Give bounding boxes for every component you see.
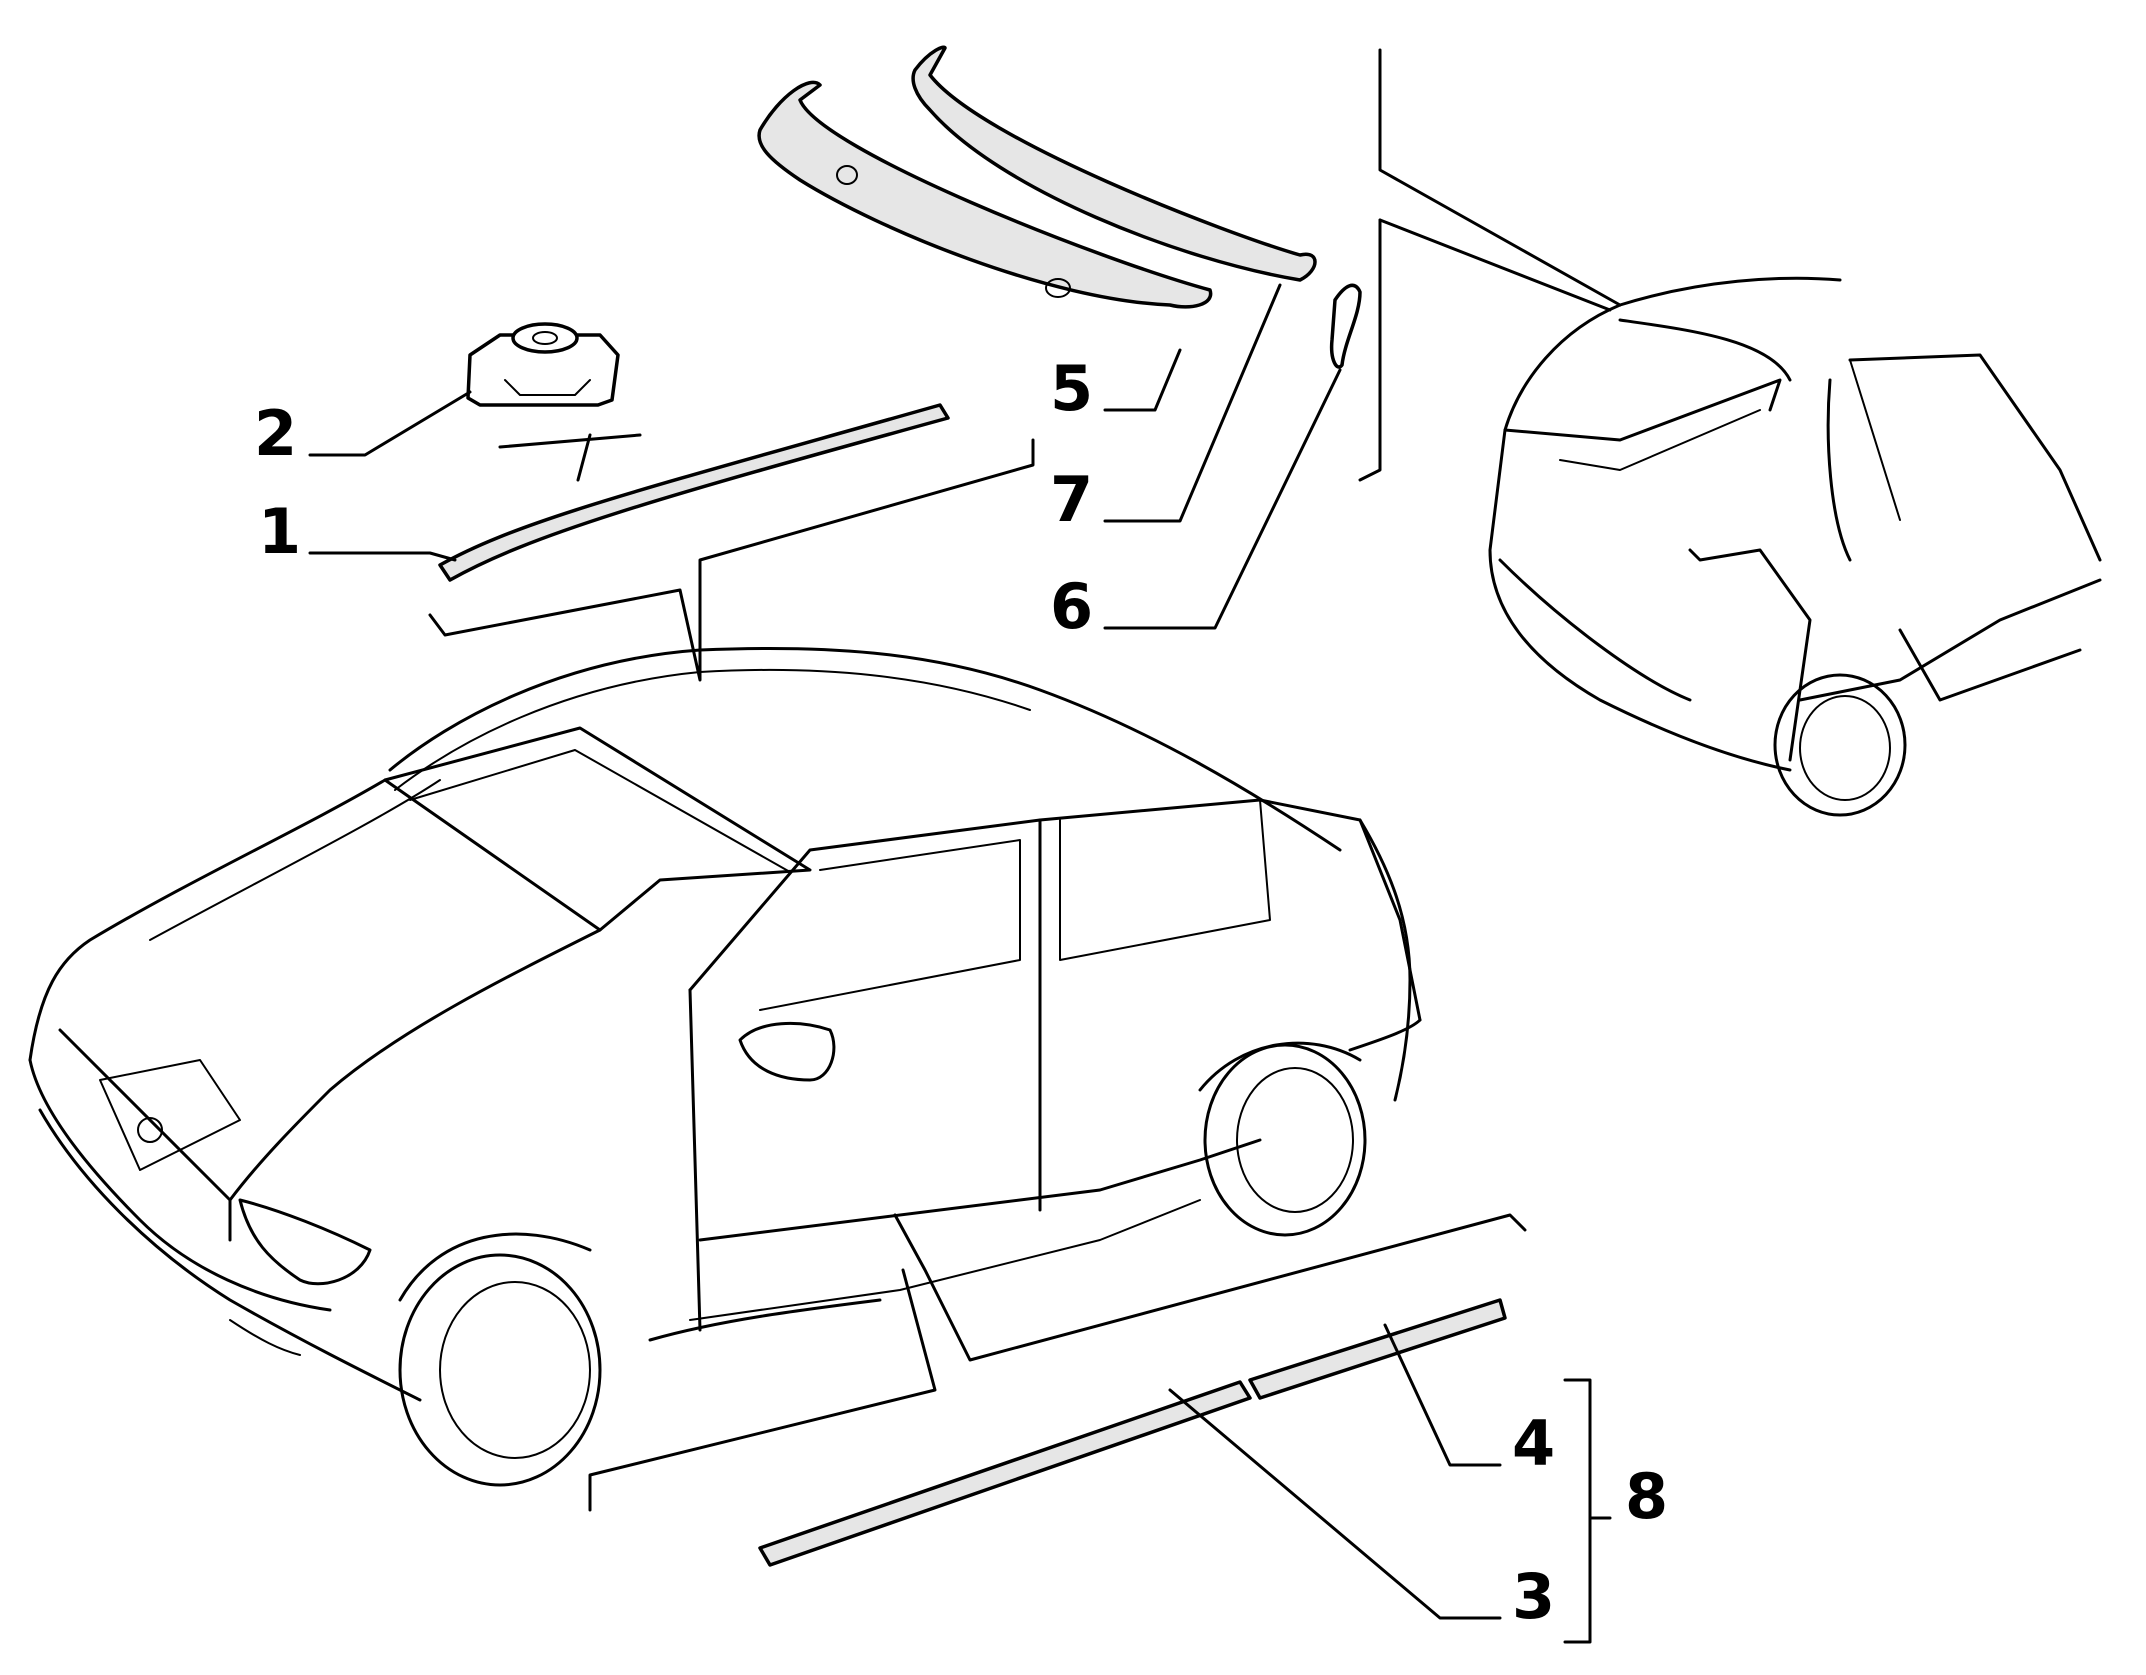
part-3-side-molding (758, 1380, 1252, 1567)
callout-3: 3 (1512, 1560, 1555, 1633)
callout-labels: 1 2 3 4 5 6 7 8 (254, 352, 1668, 1633)
part-5-spoiler (757, 80, 1213, 309)
callout-1: 1 (258, 495, 301, 568)
part-7-spoiler-seal (911, 45, 1317, 282)
callout-5: 5 (1050, 352, 1093, 425)
main-car-outline (28, 646, 1422, 1487)
part-6-small-seal (1329, 283, 1362, 369)
part-2-clip (466, 322, 620, 407)
callout-7: 7 (1050, 463, 1093, 536)
part-1-roof-molding (438, 403, 950, 582)
callout-8: 8 (1625, 1460, 1668, 1533)
callout-4: 4 (1512, 1407, 1555, 1480)
leader-lines (308, 283, 1612, 1644)
callout-6: 6 (1050, 570, 1093, 643)
part-4-side-molding (1248, 1298, 1507, 1400)
callout-2: 2 (254, 397, 297, 470)
rear-car-outline (1358, 48, 2102, 817)
